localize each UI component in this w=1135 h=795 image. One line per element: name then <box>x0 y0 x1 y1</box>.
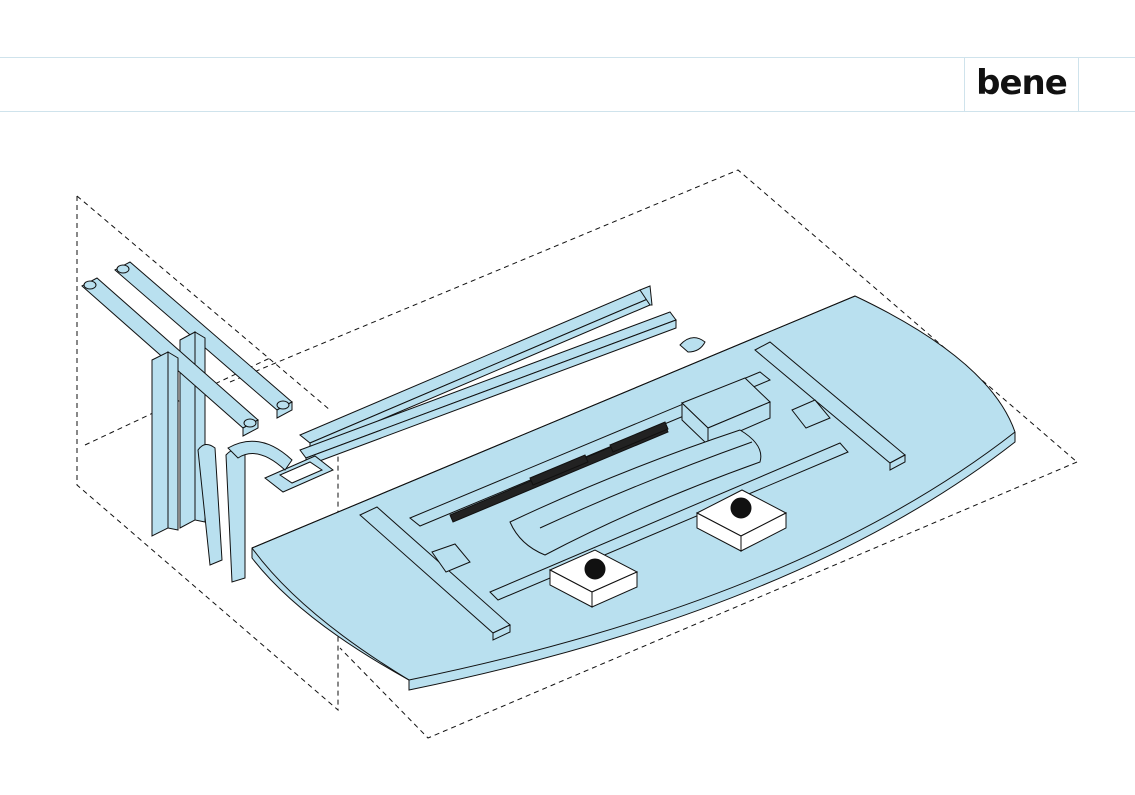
hand-controller <box>680 338 705 352</box>
